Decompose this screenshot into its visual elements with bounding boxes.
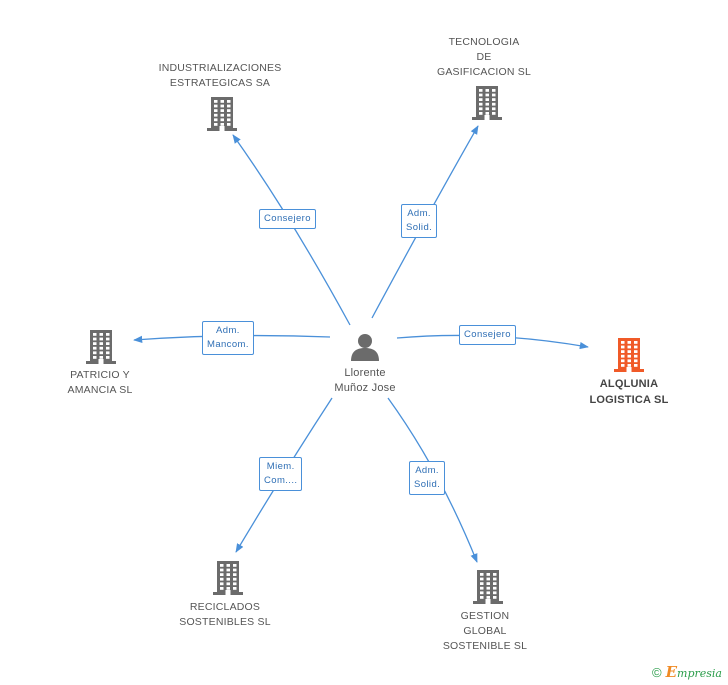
person-name-line2: Muñoz Jose — [334, 382, 396, 394]
company-node-alqlunia[interactable] — [614, 338, 644, 377]
relation-label-tecnologia[interactable]: Adm. Solid. — [401, 204, 438, 238]
relation-label-industrializaciones[interactable]: Consejero — [259, 209, 316, 229]
relation-label-gestion[interactable]: Adm. Solid. — [409, 461, 446, 495]
relation-label-patricio[interactable]: Adm. Mancom. — [202, 321, 254, 355]
company-label-gestion[interactable]: GESTION GLOBAL SOSTENIBLE SL — [442, 610, 528, 652]
company-node-industrializaciones[interactable] — [207, 97, 237, 136]
copyright-icon: © — [652, 665, 662, 680]
building-icon — [213, 561, 243, 595]
company-node-reciclados[interactable] — [213, 561, 243, 600]
building-icon — [473, 570, 503, 604]
company-label-industrializaciones[interactable]: INDUSTRIALIZACIONES ESTRATEGICAS SA — [158, 62, 282, 89]
company-node-patricio[interactable] — [86, 330, 116, 369]
empresia-logo-text: mpresia — [677, 667, 722, 680]
company-label-tecnologia[interactable]: TECNOLOGIA DE GASIFICACION SL — [436, 36, 532, 78]
person-name[interactable]: Llorente Muñoz Jose — [310, 366, 420, 396]
company-label-alqlunia[interactable]: ALQLUNIA LOGISTICA SL — [589, 378, 669, 406]
edge-industrializaciones — [232, 134, 351, 326]
empresia-logo-initial: E — [665, 663, 678, 681]
relation-label-reciclados[interactable]: Miem. Com.... — [259, 457, 303, 491]
building-icon — [207, 97, 237, 131]
relation-label-alqlunia[interactable]: Consejero — [459, 325, 516, 345]
company-label-patricio[interactable]: PATRICIO Y AMANCIA SL — [67, 369, 133, 396]
person-node[interactable] — [350, 332, 380, 362]
empresia-copyright[interactable]: ©Empresia — [652, 663, 722, 681]
company-node-gestion[interactable] — [473, 570, 503, 609]
building-icon — [472, 86, 502, 120]
company-node-tecnologia[interactable] — [472, 86, 502, 125]
company-label-reciclados[interactable]: RECICLADOS SOSTENIBLES SL — [179, 601, 271, 628]
person-name-line1: Llorente — [344, 367, 386, 379]
building-icon — [614, 338, 644, 372]
person-icon — [351, 334, 379, 361]
building-icon — [86, 330, 116, 364]
